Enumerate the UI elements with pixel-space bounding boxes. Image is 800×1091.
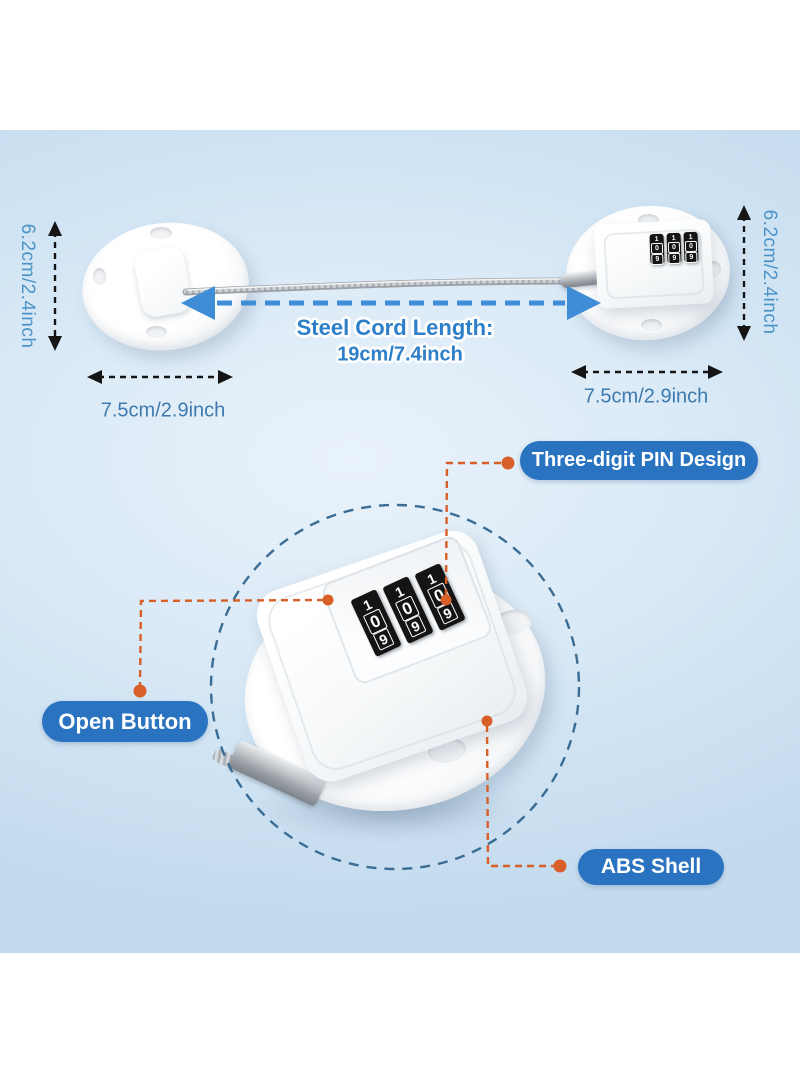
steel-cable-highlight	[187, 278, 565, 291]
cord-length-value: 19cm/7.4inch	[337, 343, 463, 366]
left-width-arrow	[87, 370, 233, 384]
open-button-callout-leader	[133, 594, 334, 698]
callout-abs-shell-label: ABS Shell	[578, 849, 724, 885]
detail-zoom-circle	[209, 503, 581, 871]
cord-length-arrow	[181, 286, 601, 320]
left-height-arrow	[48, 221, 62, 351]
abs-shell-callout-leader	[481, 715, 567, 873]
cord-length-title: Steel Cord Length:	[296, 315, 494, 340]
left-disc-dimple-top	[150, 227, 172, 239]
right-height-label: 6.2cm/2.4inch	[759, 209, 780, 335]
left-disc-dimple-left	[93, 268, 106, 285]
pin-callout-leader	[440, 456, 515, 606]
right-width-label: 7.5cm/2.9inch	[583, 385, 709, 408]
callout-pin-label: Three-digit PIN Design	[520, 441, 758, 480]
steel-cable-mid	[183, 278, 569, 294]
right-disc-dimple-bottom	[641, 319, 662, 331]
right-height-arrow	[737, 205, 751, 341]
callout-open-button-label: Open Button	[42, 701, 208, 742]
left-disc-dimple-bottom	[146, 326, 167, 338]
left-height-label: 6.2cm/2.4inch	[17, 223, 38, 349]
left-width-label: 7.5cm/2.9inch	[100, 399, 226, 422]
right-width-arrow	[571, 365, 723, 379]
